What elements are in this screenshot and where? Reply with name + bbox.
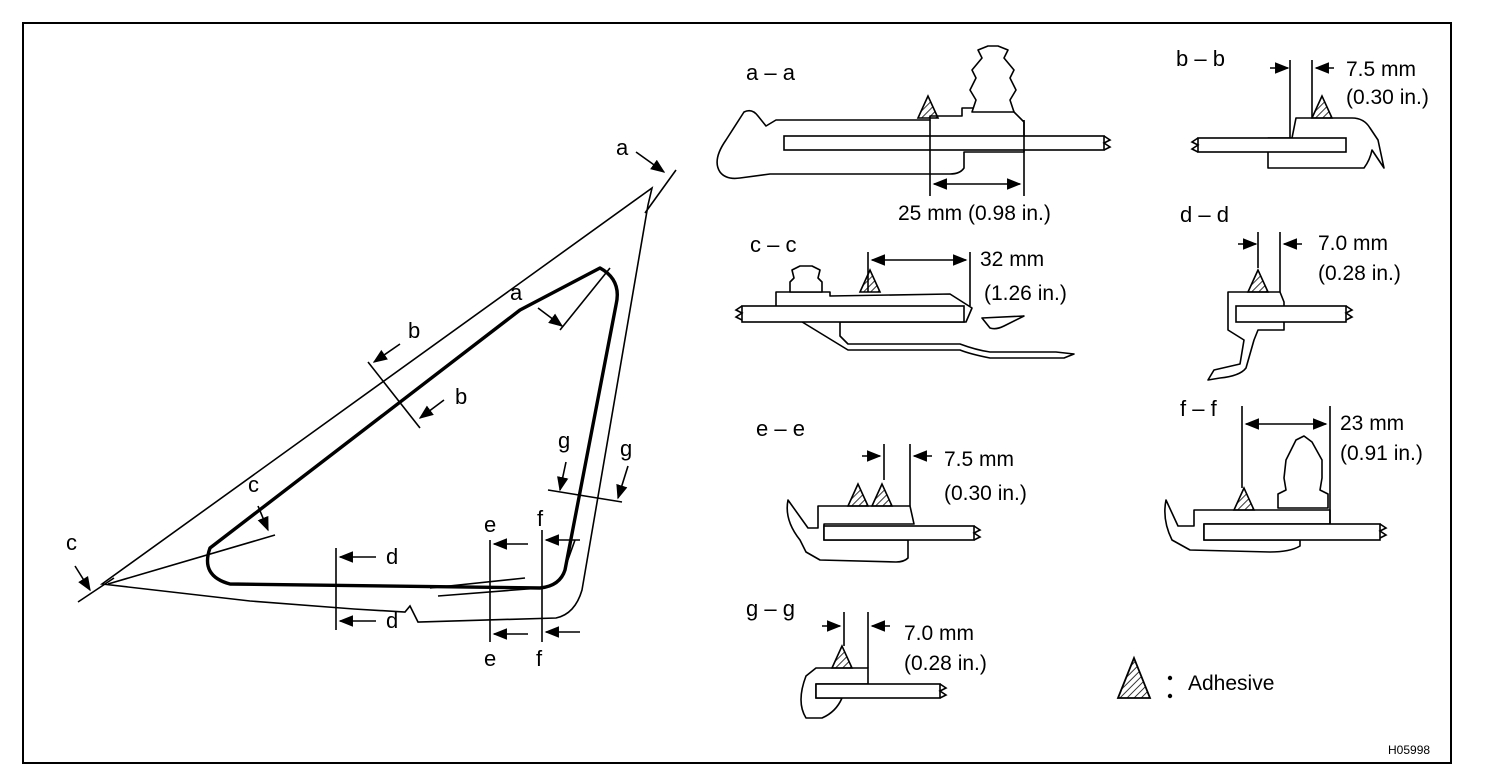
section-gg-glass <box>815 683 941 699</box>
section-dd-dim-mm: 7.0 mm <box>1318 232 1388 255</box>
section-gg-dim-mm: 7.0 mm <box>904 622 974 645</box>
cut-label-b-outer: b <box>408 318 420 343</box>
arrow-a-outer <box>635 151 666 173</box>
cut-label-d-upper: d <box>386 544 398 569</box>
section-bb-dim-in: (0.30 in.) <box>1346 86 1429 109</box>
section-ee-dim-in: (0.30 in.) <box>944 482 1027 505</box>
section-cc-lower-lip <box>981 315 1025 330</box>
section-gg-adhesive <box>831 645 853 669</box>
section-gg-dim-in: (0.28 in.) <box>904 652 987 675</box>
section-ff-clip <box>1277 435 1329 509</box>
section-dd-adhesive <box>1247 269 1269 293</box>
section-ee: e – e 7.5 mm (0.30 in.) <box>756 416 1027 563</box>
section-ee-glass <box>823 525 975 541</box>
cut-line-a-inner <box>559 267 611 331</box>
cut-label-a-inner: a <box>510 280 523 305</box>
section-bb-adhesive <box>1311 95 1333 119</box>
arrow-a-inner <box>537 307 564 327</box>
section-aa-break <box>1102 135 1112 151</box>
section-gg-title: g – g <box>746 596 795 621</box>
arrow-c-inner <box>257 505 269 532</box>
section-ee-molding <box>786 499 915 563</box>
section-ff-adhesive <box>1233 487 1255 511</box>
cut-line-g <box>547 489 623 503</box>
section-dd-glass <box>1235 305 1347 323</box>
glass-outline <box>99 186 654 623</box>
adhesive-legend-icon <box>1116 655 1152 699</box>
figure-reference: H05998 <box>1388 743 1430 757</box>
section-ff-glass <box>1203 523 1381 541</box>
cut-label-b-inner: b <box>455 384 467 409</box>
section-ee-adhesive-1 <box>847 483 869 507</box>
section-cc-glass <box>741 305 965 323</box>
arrow-c-outer <box>74 565 91 592</box>
section-dd-dim-in: (0.28 in.) <box>1318 262 1401 285</box>
section-ff-dim-mm: 23 mm <box>1340 412 1404 435</box>
cut-label-g-left: g <box>558 428 570 453</box>
section-cc-clip <box>789 265 823 293</box>
adhesive-bead-path <box>205 266 619 590</box>
cut-line-b <box>367 361 421 429</box>
cut-label-c-outer: c <box>66 530 77 555</box>
section-aa-adhesive <box>917 95 939 119</box>
section-bb-title: b – b <box>1176 46 1225 71</box>
section-aa-title: a – a <box>746 60 796 85</box>
cut-label-e-lower: e <box>484 646 496 671</box>
arrow-g-right <box>616 465 629 500</box>
cut-line-c-outer <box>77 577 115 603</box>
section-aa-dimension: 25 mm (0.98 in.) <box>898 202 1051 225</box>
legend: Adhesive <box>1116 655 1274 699</box>
cut-line-a-outer <box>644 169 677 214</box>
section-gg: g – g 7.0 mm (0.28 in.) <box>746 596 987 719</box>
quarter-glass-view: a a b b c c d d e e f f g g <box>66 135 677 671</box>
section-ff-title: f – f <box>1180 396 1218 421</box>
section-aa-glass <box>783 135 1105 151</box>
cut-label-a-outer: a <box>616 135 629 160</box>
cut-label-f-upper: f <box>537 506 544 531</box>
cut-label-c-inner: c <box>248 472 259 497</box>
arrow-g-left <box>557 461 569 492</box>
section-cc-adhesive <box>859 269 881 293</box>
section-ee-dim-mm: 7.5 mm <box>944 448 1014 471</box>
arrow-b-outer <box>372 343 401 363</box>
cut-label-f-lower: f <box>536 646 543 671</box>
section-ee-title: e – e <box>756 416 805 441</box>
cut-label-e-upper: e <box>484 512 496 537</box>
section-bb-dim-mm: 7.5 mm <box>1346 58 1416 81</box>
section-ff-dim-in: (0.91 in.) <box>1340 442 1423 465</box>
cut-label-d-lower: d <box>386 608 398 633</box>
section-bb: b – b 7.5 mm (0.30 in.) <box>1176 46 1429 169</box>
arrow-b-inner <box>418 399 445 419</box>
section-cc-title: c – c <box>750 232 796 257</box>
section-cc-dim-in: (1.26 in.) <box>984 282 1067 305</box>
section-aa-clip <box>969 45 1017 113</box>
legend-label: Adhesive <box>1188 672 1274 695</box>
section-cc: c – c 32 mm (1.26 in.) <box>734 232 1075 359</box>
section-ee-adhesive-2 <box>871 483 893 507</box>
section-dd-title: d – d <box>1180 202 1229 227</box>
cut-line-c-inner <box>107 534 276 585</box>
section-cc-dim-mm: 32 mm <box>980 248 1044 271</box>
section-dd: d – d 7.0 mm (0.28 in.) <box>1180 202 1401 381</box>
section-ff: f – f 23 mm (0.91 in.) <box>1164 396 1423 553</box>
cut-label-g-right: g <box>620 436 632 461</box>
section-aa: a – a 25 mm (0.98 in.) <box>716 45 1112 225</box>
section-bb-glass <box>1197 137 1347 153</box>
